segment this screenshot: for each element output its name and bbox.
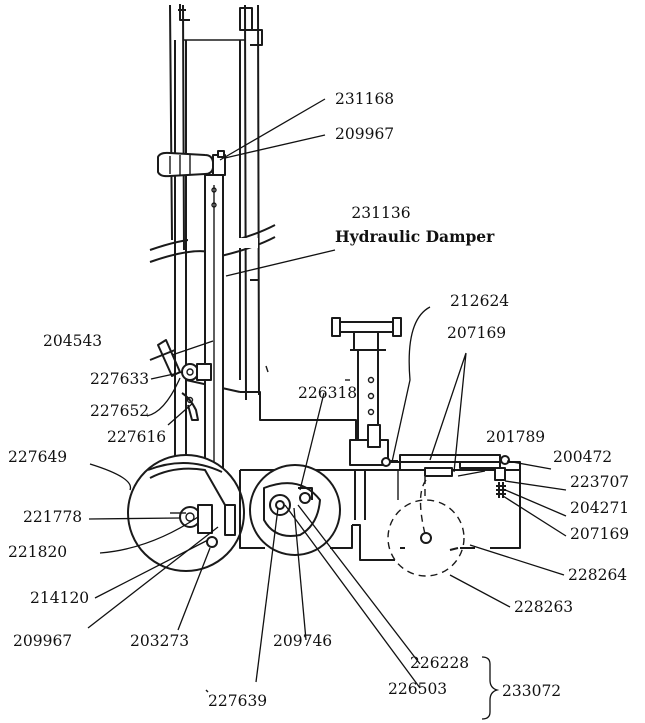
handle (157, 150, 226, 178)
part-label: 203273 (130, 632, 189, 650)
left-wheel (127, 454, 245, 572)
part-label: 207169 (570, 525, 629, 543)
group-brace (481, 656, 500, 720)
part-label: 212624 (450, 292, 509, 310)
stray-marks (205, 365, 513, 693)
part-label: 227633 (90, 370, 149, 388)
part-label: 204271 (570, 499, 629, 517)
part-label: 228264 (568, 566, 627, 584)
part-label: 221820 (8, 543, 67, 561)
part-label: 227639 (208, 692, 267, 710)
part-label: 227649 (8, 448, 67, 466)
part-label: 200472 (553, 448, 612, 466)
part-label: 204543 (43, 332, 102, 350)
t-handle-post (331, 317, 402, 466)
assembly-label: 233072 (502, 682, 561, 700)
damper-name: Hydraulic Damper (335, 227, 495, 246)
damper-part-number: 231136 (351, 204, 410, 222)
latch-assembly (157, 339, 212, 421)
part-label: 228263 (514, 598, 573, 616)
part-label: 226503 (388, 680, 447, 698)
part-label: 227616 (107, 428, 166, 446)
part-label: 207169 (447, 324, 506, 342)
part-label: 227652 (90, 402, 149, 420)
part-label: 209746 (273, 632, 332, 650)
leader-lines (87, 98, 567, 689)
part-label: 231168 (335, 90, 394, 108)
part-label: 209967 (335, 125, 394, 143)
part-label: 201789 (486, 428, 545, 446)
mast-frame (149, 4, 357, 470)
center-wheel (249, 464, 341, 556)
part-label: 226318 (298, 384, 357, 402)
part-label: 226228 (410, 654, 469, 672)
part-label: 209967 (13, 632, 72, 650)
part-label: 223707 (570, 473, 629, 491)
right-hardware (381, 455, 510, 498)
part-label: 221778 (23, 508, 82, 526)
caster-wheel (387, 477, 465, 577)
callout-labels: 231168 209967 231136 Hydraulic Damper 21… (8, 90, 629, 720)
part-label: 214120 (30, 589, 89, 607)
